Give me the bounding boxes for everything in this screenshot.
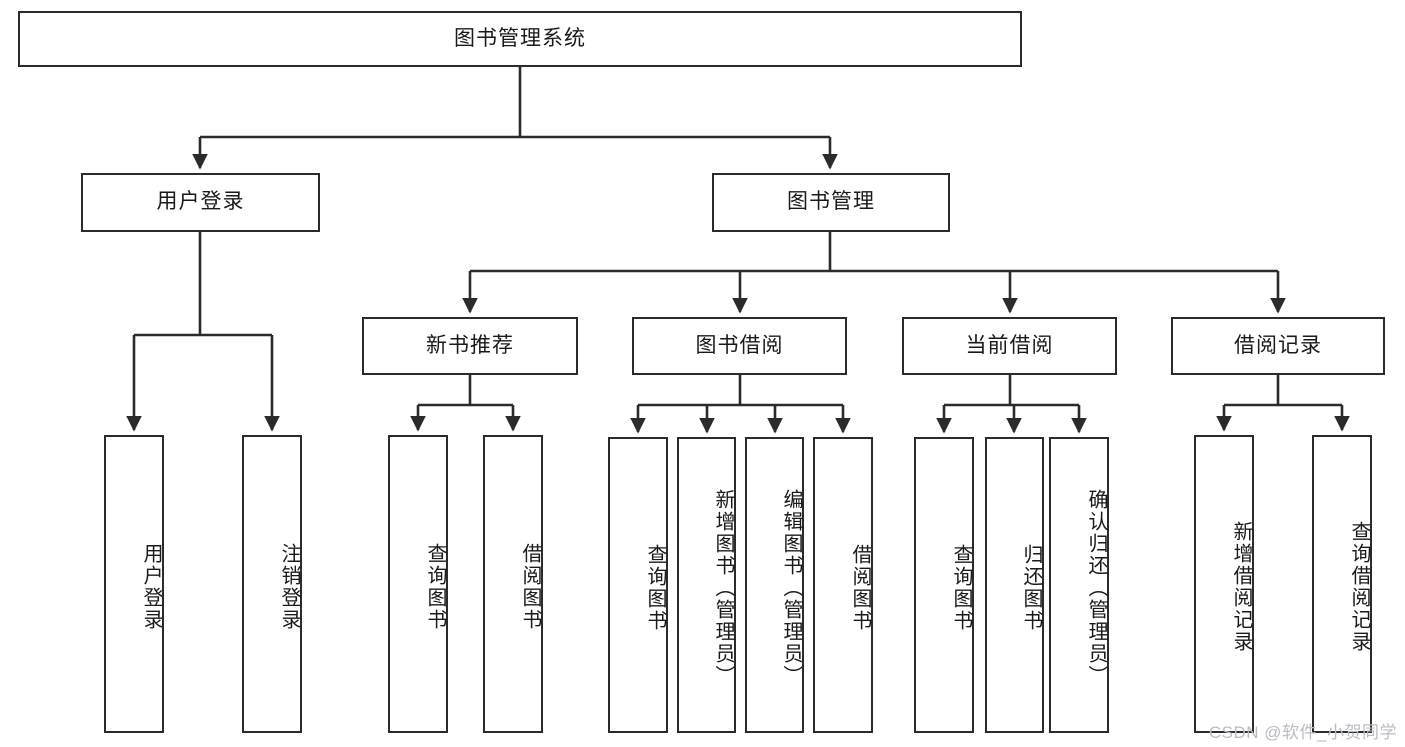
leaf-current-return-book[interactable]: 归还图书 <box>985 437 1044 733</box>
node-book-borrow[interactable]: 图书借阅 <box>632 317 847 375</box>
leaf-borrow-add-book-admin[interactable]: 新增图书（管理员） <box>677 437 736 733</box>
node-book-management[interactable]: 图书管理 <box>712 173 950 232</box>
node-borrow-record[interactable]: 借阅记录 <box>1171 317 1385 375</box>
leaf-borrow-query-book[interactable]: 查询图书 <box>608 437 668 733</box>
node-label: 新书推荐 <box>426 333 514 357</box>
node-label: 查询借阅记录 <box>1348 521 1370 653</box>
node-label: 归还图书 <box>1020 544 1042 632</box>
node-label: 注销登录 <box>278 543 300 631</box>
leaf-user-login[interactable]: 用户登录 <box>104 435 164 733</box>
leaf-current-query-book[interactable]: 查询图书 <box>914 437 974 733</box>
leaf-current-confirm-return-admin[interactable]: 确认归还（管理员） <box>1049 437 1109 733</box>
node-label: 借阅图书 <box>849 544 871 632</box>
node-label: 编辑图书（管理员） <box>780 489 802 687</box>
node-label: 新增图书（管理员） <box>712 489 734 687</box>
node-label: 用户登录 <box>156 190 245 214</box>
node-label: 用户登录 <box>140 543 162 631</box>
leaf-borrow-borrow-book[interactable]: 借阅图书 <box>813 437 873 733</box>
node-root-system[interactable]: 图书管理系统 <box>18 11 1022 67</box>
node-label: 借阅图书 <box>519 543 541 631</box>
node-label: 查询图书 <box>950 544 972 632</box>
node-current-borrow[interactable]: 当前借阅 <box>902 317 1117 375</box>
leaf-borrow-edit-book-admin[interactable]: 编辑图书（管理员） <box>745 437 804 733</box>
node-label: 借阅记录 <box>1234 333 1322 357</box>
node-label: 图书借阅 <box>695 333 784 357</box>
node-label: 确认归还（管理员） <box>1085 489 1107 687</box>
node-label: 新增借阅记录 <box>1230 521 1252 653</box>
leaf-newbook-query-book[interactable]: 查询图书 <box>388 435 448 733</box>
node-user-login[interactable]: 用户登录 <box>81 173 320 232</box>
leaf-record-query-borrow-record[interactable]: 查询借阅记录 <box>1312 435 1372 733</box>
node-label: 图书管理 <box>787 190 875 214</box>
node-label: 查询图书 <box>424 543 446 631</box>
node-label: 图书管理系统 <box>454 26 586 50</box>
leaf-record-add-borrow-record[interactable]: 新增借阅记录 <box>1194 435 1254 733</box>
node-label: 查询图书 <box>644 544 666 632</box>
leaf-newbook-borrow-book[interactable]: 借阅图书 <box>483 435 543 733</box>
watermark: CSDN @软件_小贺同学 <box>1208 723 1397 742</box>
node-label: 当前借阅 <box>965 333 1054 357</box>
node-new-book-recommend[interactable]: 新书推荐 <box>362 317 578 375</box>
leaf-user-logout[interactable]: 注销登录 <box>242 435 302 733</box>
